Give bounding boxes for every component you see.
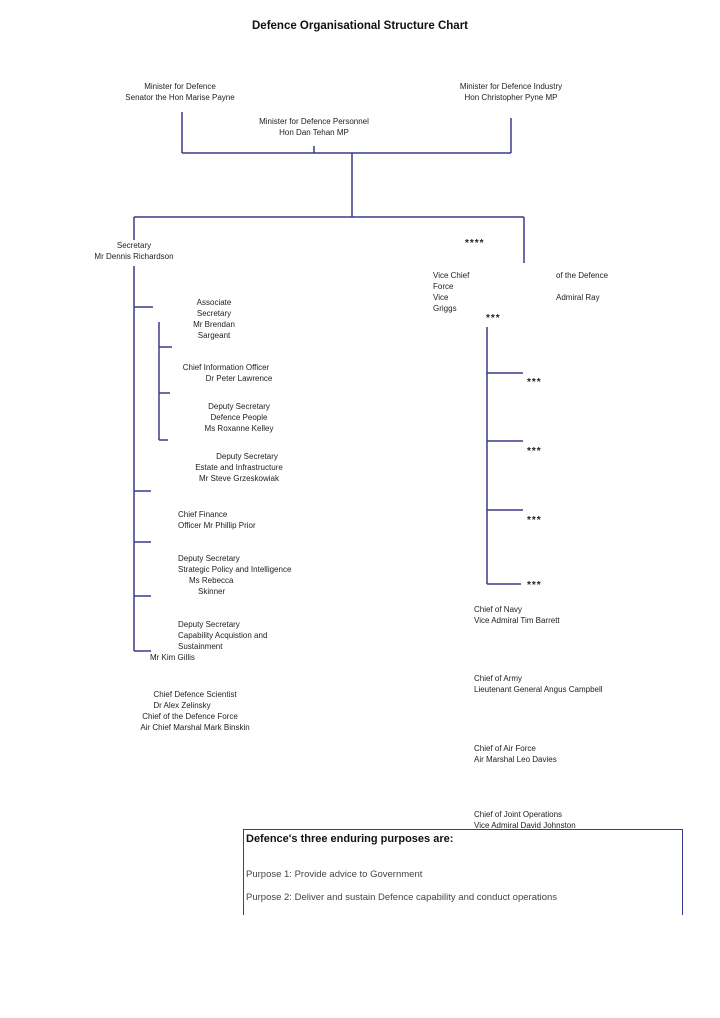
dep-sec-capability-node: Deputy Secretary Capability Acquistion a…	[178, 620, 268, 651]
chief-of-joint-operations-node: Chief of Joint Operations Vice Admiral D…	[474, 810, 576, 830]
vice-chief-node: Vice Chief Force Vice Griggs	[433, 271, 470, 313]
cfo-node: Chief Finance Officer Mr Phillip Prior	[178, 510, 256, 530]
purpose-item: Purpose 1: Provide advice to Government	[246, 869, 423, 880]
vice-chief-fragment: of the Defence	[556, 271, 609, 280]
service-stars: ***	[527, 515, 542, 526]
cdf-stars: ****	[465, 238, 485, 249]
chief-scientist-cdf-node: Chief Defence Scientist Dr Alex Zelinsky…	[140, 690, 250, 732]
chief-of-air-force-node: Chief of Air Force Air Marshal Leo Davie…	[474, 744, 557, 764]
chief-of-navy-node: Chief of Navy Vice Admiral Tim Barrett	[474, 605, 560, 625]
chief-of-army-node: Chief of Army Lieutenant General Angus C…	[474, 674, 603, 694]
chart-title: Defence Organisational Structure Chart	[252, 20, 468, 32]
service-stars: ***	[527, 446, 542, 457]
dep-sec-people-node: Deputy Secretary Defence People Ms Roxan…	[204, 402, 274, 433]
service-stars: ***	[527, 580, 542, 591]
associate-secretary-node: Associate Secretary Mr Brendan Sargeant	[193, 298, 235, 340]
service-stars: ***	[527, 377, 542, 388]
cio-node: Chief Information Officer Dr Peter Lawre…	[182, 363, 273, 383]
dep-sec-strategic-node: Deputy Secretary Strategic Policy and In…	[178, 554, 292, 596]
minister-defence: Minister for Defence Senator the Hon Mar…	[125, 82, 235, 102]
purpose-item: Purpose 2: Deliver and sustain Defence c…	[246, 892, 558, 903]
enduring-purposes-box: Defence's three enduring purposes are: P…	[243, 829, 683, 915]
dep-sec-estate-node: Deputy Secretary Estate and Infrastructu…	[195, 452, 283, 483]
vice-chief-fragment: Admiral Ray	[556, 293, 600, 302]
dep-sec-capability-name: Mr Kim Gillis	[150, 653, 195, 662]
secretary-node: Secretary Mr Dennis Richardson	[94, 241, 174, 261]
minister-defence-personnel: Minister for Defence Personnel Hon Dan T…	[259, 117, 369, 137]
purposes-heading: Defence's three enduring purposes are:	[246, 833, 454, 845]
minister-defence-industry: Minister for Defence Industry Hon Christ…	[459, 82, 563, 102]
service-stars: ***	[486, 313, 501, 324]
